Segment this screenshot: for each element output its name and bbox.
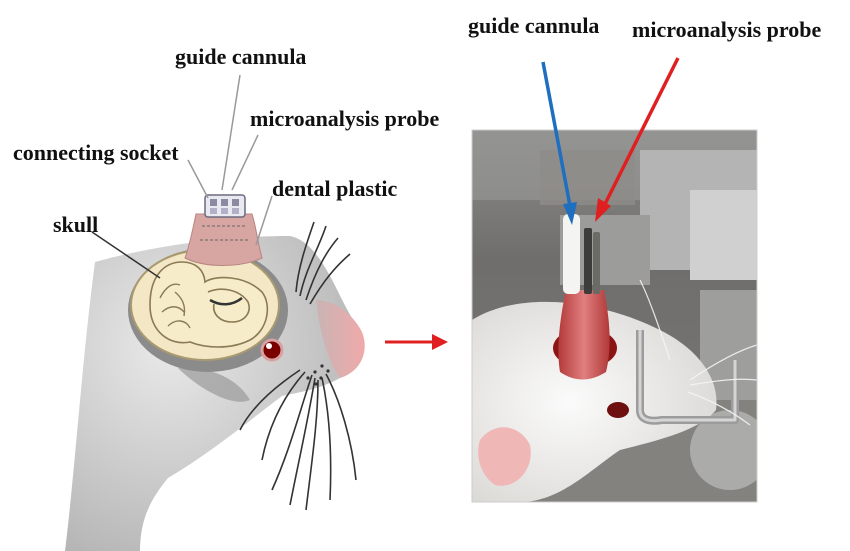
transition-arrow (385, 334, 448, 350)
leader-lines (187, 74, 273, 246)
rat-eye (260, 338, 284, 362)
connecting-socket-part (204, 194, 246, 218)
label-connecting-socket: connecting socket (13, 140, 179, 165)
brain-illustration (149, 261, 269, 348)
skull-leader-line (91, 231, 161, 279)
label-microanalysis-probe-left: microanalysis probe (250, 106, 439, 131)
blue-arrow (541, 61, 577, 225)
rat-nose (316, 300, 365, 378)
photo-dental-cap (558, 290, 610, 380)
label-microanalysis-probe-right: microanalysis probe (632, 17, 821, 42)
label-guide-cannula-left: guide cannula (175, 44, 306, 69)
rat-photo (472, 130, 757, 502)
photo-guide-cannula (563, 214, 580, 294)
rat-head-illustration (65, 74, 365, 551)
rat-ear (178, 367, 250, 402)
whisker-dots (306, 364, 330, 386)
label-guide-cannula-right: guide cannula (468, 13, 599, 38)
label-skull: skull (53, 212, 98, 237)
rat-whiskers (239, 221, 357, 511)
dental-plastic-cap (184, 213, 263, 266)
red-arrow (595, 57, 680, 222)
label-dental-plastic: dental plastic (272, 176, 398, 201)
